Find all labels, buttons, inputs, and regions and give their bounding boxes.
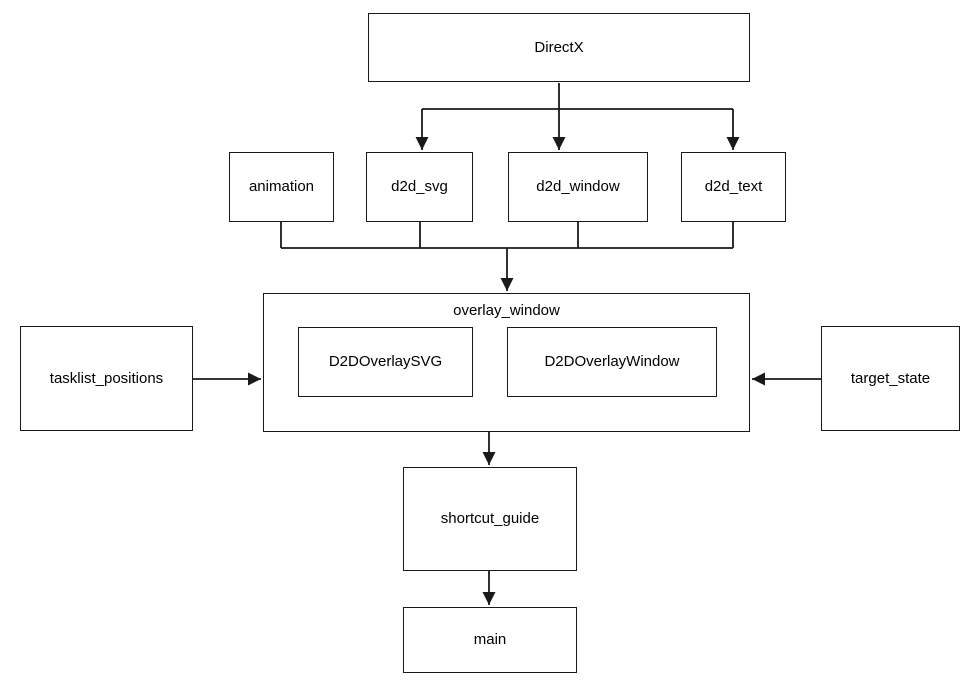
node-animation: animation — [229, 152, 334, 222]
node-d2d-window-label: d2d_window — [536, 178, 620, 195]
node-tasklist-positions-label: tasklist_positions — [49, 369, 164, 387]
node-d2d-svg: d2d_svg — [366, 152, 473, 222]
edge-directx-fanout — [415, 83, 740, 150]
node-directx-label: DirectX — [534, 38, 584, 56]
node-d2d-overlay-window: D2DOverlayWindow — [507, 327, 717, 397]
node-tasklist-positions: tasklist_positions — [20, 326, 193, 431]
node-d2d-text: d2d_text — [681, 152, 786, 222]
node-overlay-window: overlay_window D2DOverlaySVG D2DOverlayW… — [263, 293, 750, 432]
node-d2d-overlay-svg: D2DOverlaySVG — [298, 327, 473, 397]
node-d2d-svg-label: d2d_svg — [391, 178, 448, 195]
node-directx: DirectX — [368, 13, 750, 82]
node-d2d-overlay-svg-label: D2DOverlaySVG — [328, 353, 443, 370]
node-shortcut-guide-label: shortcut_guide — [440, 510, 540, 527]
node-main: main — [403, 607, 577, 673]
edge-bus-to-overlay-window — [280, 222, 734, 291]
node-target-state-label: target_state — [850, 369, 931, 387]
node-d2d-window: d2d_window — [508, 152, 648, 222]
node-main-label: main — [473, 631, 507, 648]
node-d2d-text-label: d2d_text — [704, 178, 763, 195]
node-animation-label: animation — [248, 178, 315, 195]
node-target-state: target_state — [821, 326, 960, 431]
node-d2d-overlay-window-label: D2DOverlayWindow — [544, 353, 680, 370]
node-shortcut-guide: shortcut_guide — [403, 467, 577, 571]
node-overlay-window-label: overlay_window — [453, 302, 560, 319]
